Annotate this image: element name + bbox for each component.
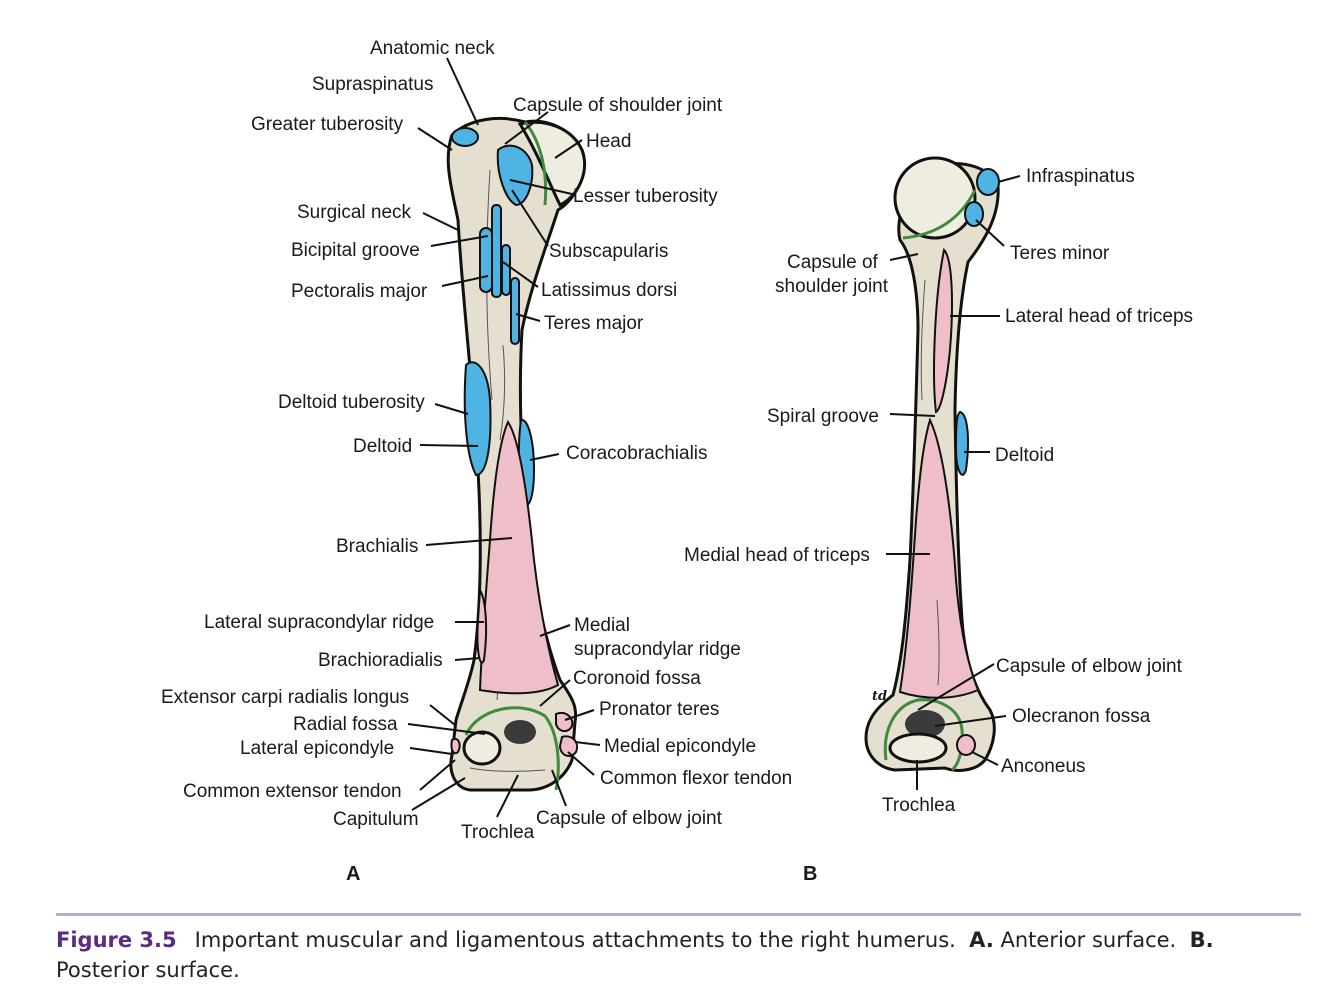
label-common-flexor-tendon: Common flexor tendon bbox=[600, 768, 792, 789]
artist-signature: td bbox=[872, 689, 887, 704]
label-extensor-carpi-radialis-longus: Extensor carpi radialis longus bbox=[161, 687, 409, 708]
common-extensor-attachment bbox=[450, 738, 461, 755]
figure-caption: Figure 3.5 Important muscular and ligamen… bbox=[56, 925, 1301, 985]
label-anconeus: Anconeus bbox=[1001, 756, 1086, 777]
label-capsule-shoulder-b-1: Capsule of bbox=[787, 252, 879, 273]
label-common-extensor-tendon: Common extensor tendon bbox=[183, 781, 402, 802]
label-trochlea-a: Trochlea bbox=[461, 822, 535, 843]
panel-a-leaders bbox=[407, 57, 601, 818]
pronator-teres-attachment bbox=[555, 712, 574, 732]
label-capitulum: Capitulum bbox=[333, 809, 419, 830]
label-pronator-teres: Pronator teres bbox=[599, 699, 719, 720]
panel-a-anterior bbox=[446, 116, 587, 792]
humerus-b-head bbox=[893, 156, 977, 240]
label-medial-supracondylar-ridge-1: Medial bbox=[574, 615, 630, 636]
label-radial-fossa: Radial fossa bbox=[293, 714, 398, 735]
caption-text: Important muscular and ligamentous attac… bbox=[194, 928, 956, 952]
label-anatomic-neck: Anatomic neck bbox=[370, 38, 495, 59]
supraspinatus-attachment bbox=[451, 127, 479, 147]
label-brachioradialis: Brachioradialis bbox=[318, 650, 443, 671]
label-trochlea-b: Trochlea bbox=[882, 795, 956, 816]
label-lesser-tuberosity: Lesser tuberosity bbox=[573, 186, 718, 207]
label-pectoralis-major: Pectoralis major bbox=[291, 281, 428, 302]
caption-b-label: B. bbox=[1189, 928, 1214, 952]
label-surgical-neck: Surgical neck bbox=[297, 202, 412, 223]
label-olecranon-fossa: Olecranon fossa bbox=[1012, 706, 1151, 727]
deltoid-b-attachment bbox=[954, 410, 969, 476]
label-lateral-epicondyle: Lateral epicondyle bbox=[240, 738, 394, 759]
latissimus-dorsi-attachment bbox=[501, 244, 511, 296]
label-deltoid-a: Deltoid bbox=[353, 436, 412, 457]
capsule-elbow-a bbox=[464, 706, 560, 791]
figure-number: Figure 3.5 bbox=[56, 928, 177, 952]
label-greater-tuberosity: Greater tuberosity bbox=[251, 114, 404, 135]
label-spiral-groove: Spiral groove bbox=[767, 406, 879, 427]
label-brachialis: Brachialis bbox=[336, 536, 418, 557]
panel-letter-a: A bbox=[346, 863, 360, 885]
label-latissimus-dorsi: Latissimus dorsi bbox=[541, 280, 677, 301]
label-head: Head bbox=[586, 131, 631, 152]
lateral-head-triceps-attachment bbox=[933, 247, 953, 414]
brachialis-attachment bbox=[478, 419, 560, 695]
coronoid-fossa-shadow bbox=[504, 720, 536, 744]
label-lateral-supracondylar-ridge: Lateral supracondylar ridge bbox=[204, 612, 434, 633]
label-medial-head-triceps: Medial head of triceps bbox=[684, 545, 870, 566]
deltoid-attachment bbox=[463, 361, 492, 477]
subscapularis-attachment bbox=[496, 144, 534, 207]
infraspinatus-attachment bbox=[976, 168, 1000, 196]
panel-b-posterior bbox=[864, 156, 1000, 772]
capitulum-a bbox=[462, 730, 502, 766]
label-lateral-head-triceps: Lateral head of triceps bbox=[1005, 306, 1193, 327]
panel-a-labels: Anatomic neck Supraspinatus Capsule of s… bbox=[161, 38, 792, 885]
medial-head-triceps-attachment bbox=[898, 417, 980, 699]
caption-a-label: A. bbox=[969, 928, 994, 952]
panel-b-leaders bbox=[886, 175, 1021, 790]
teres-major-attachment bbox=[510, 277, 520, 345]
olecranon-fossa-shadow bbox=[905, 710, 945, 738]
label-subscapularis: Subscapularis bbox=[549, 241, 668, 262]
label-bicipital-groove: Bicipital groove bbox=[291, 240, 420, 261]
brachioradialis-attachment bbox=[476, 586, 488, 664]
humerus-diagram: Anatomic neck Supraspinatus Capsule of s… bbox=[161, 38, 1193, 885]
teres-minor-attachment bbox=[964, 201, 984, 227]
label-coronoid-fossa: Coronoid fossa bbox=[573, 668, 701, 689]
caption-divider bbox=[56, 913, 1301, 916]
caption-b-text: Posterior surface. bbox=[56, 958, 240, 982]
label-infraspinatus: Infraspinatus bbox=[1026, 166, 1135, 187]
label-capsule-elbow-a: Capsule of elbow joint bbox=[536, 808, 723, 829]
caption-a-text: Anterior surface. bbox=[1000, 928, 1177, 952]
common-flexor-attachment bbox=[558, 735, 578, 757]
panel-letter-b: B bbox=[803, 863, 817, 885]
trochlea-b-surface bbox=[888, 732, 948, 764]
label-medial-epicondyle: Medial epicondyle bbox=[604, 736, 756, 757]
label-deltoid-tuberosity: Deltoid tuberosity bbox=[278, 392, 425, 413]
label-teres-major: Teres major bbox=[544, 313, 644, 334]
label-capsule-shoulder-a: Capsule of shoulder joint bbox=[513, 95, 723, 116]
label-capsule-shoulder-b-2: shoulder joint bbox=[775, 276, 889, 297]
label-supraspinatus: Supraspinatus bbox=[312, 74, 433, 95]
bicipital-groove-medial-attachment bbox=[491, 204, 502, 298]
label-teres-minor: Teres minor bbox=[1010, 243, 1110, 264]
label-deltoid-b: Deltoid bbox=[995, 445, 1054, 466]
label-coracobrachialis: Coracobrachialis bbox=[566, 443, 708, 464]
anconeus-attachment bbox=[956, 734, 976, 756]
label-medial-supracondylar-ridge-2: supracondylar ridge bbox=[574, 639, 741, 660]
panel-b-labels: Infraspinatus Teres minor Capsule of sho… bbox=[684, 166, 1193, 885]
label-capsule-elbow-b: Capsule of elbow joint bbox=[996, 656, 1183, 677]
